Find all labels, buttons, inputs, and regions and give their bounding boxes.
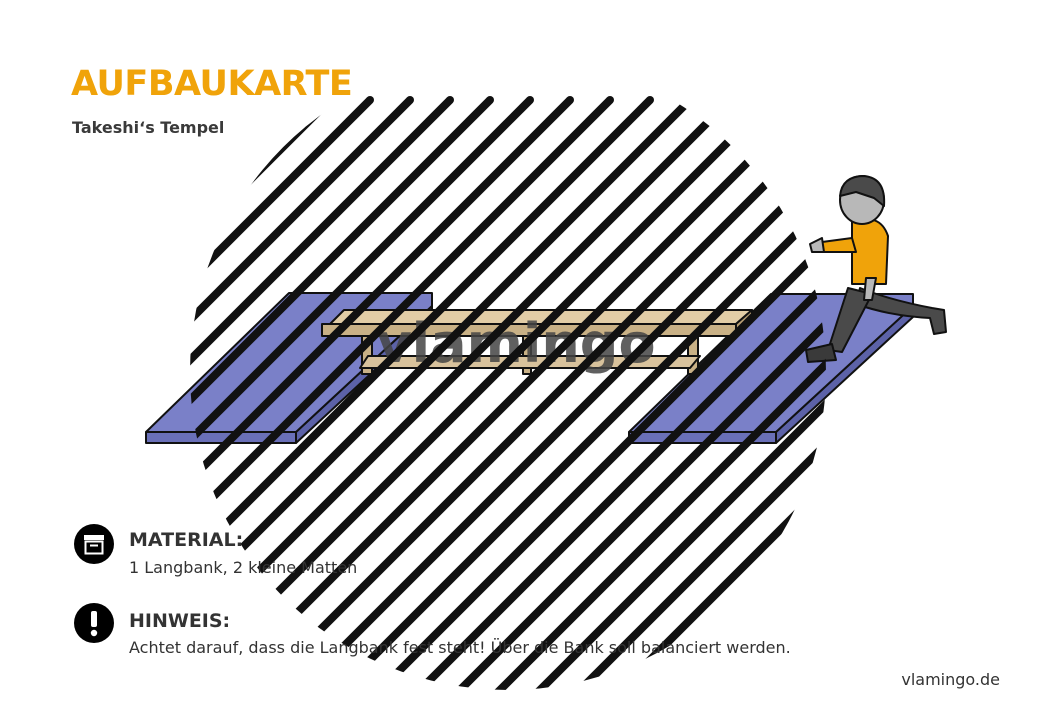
stripe-line <box>190 96 454 690</box>
stripe-line <box>190 96 414 690</box>
watermark: vlamingo <box>376 312 655 375</box>
stripe-line <box>190 96 574 690</box>
stripe-line <box>206 96 814 690</box>
material-text: 1 Langbank, 2 kleine Matten <box>129 558 358 577</box>
stripe-line <box>606 96 826 690</box>
stripe-line <box>446 96 826 690</box>
stripe-line <box>246 96 826 690</box>
stripe-line <box>566 96 826 690</box>
stripe-line <box>0 100 50 700</box>
archive-box-icon <box>74 524 114 564</box>
website-link[interactable]: vlamingo.de <box>901 670 1000 689</box>
stripe-line <box>190 96 494 690</box>
notice-label: HINWEIS: <box>129 610 231 632</box>
notice-text: Achtet darauf, dass die Langbank fest st… <box>129 638 791 657</box>
stripe-line <box>190 96 614 690</box>
stripe-line <box>190 96 374 690</box>
exclamation-icon <box>74 603 114 643</box>
stripe-line <box>190 96 534 690</box>
stripe-line <box>190 96 654 690</box>
stripe-overlay <box>0 96 826 700</box>
stripe-line <box>406 96 826 690</box>
material-label: MATERIAL: <box>129 529 244 551</box>
child-figure <box>805 175 947 363</box>
page-subtitle: Takeshi‘s Tempel <box>72 118 225 137</box>
stripe-line <box>326 96 826 690</box>
stripe-line <box>486 96 826 690</box>
stripe-line <box>526 96 826 690</box>
page-title: AUFBAUKARTE <box>71 64 353 104</box>
stripe-line <box>190 96 694 690</box>
stripe-line <box>366 96 826 690</box>
